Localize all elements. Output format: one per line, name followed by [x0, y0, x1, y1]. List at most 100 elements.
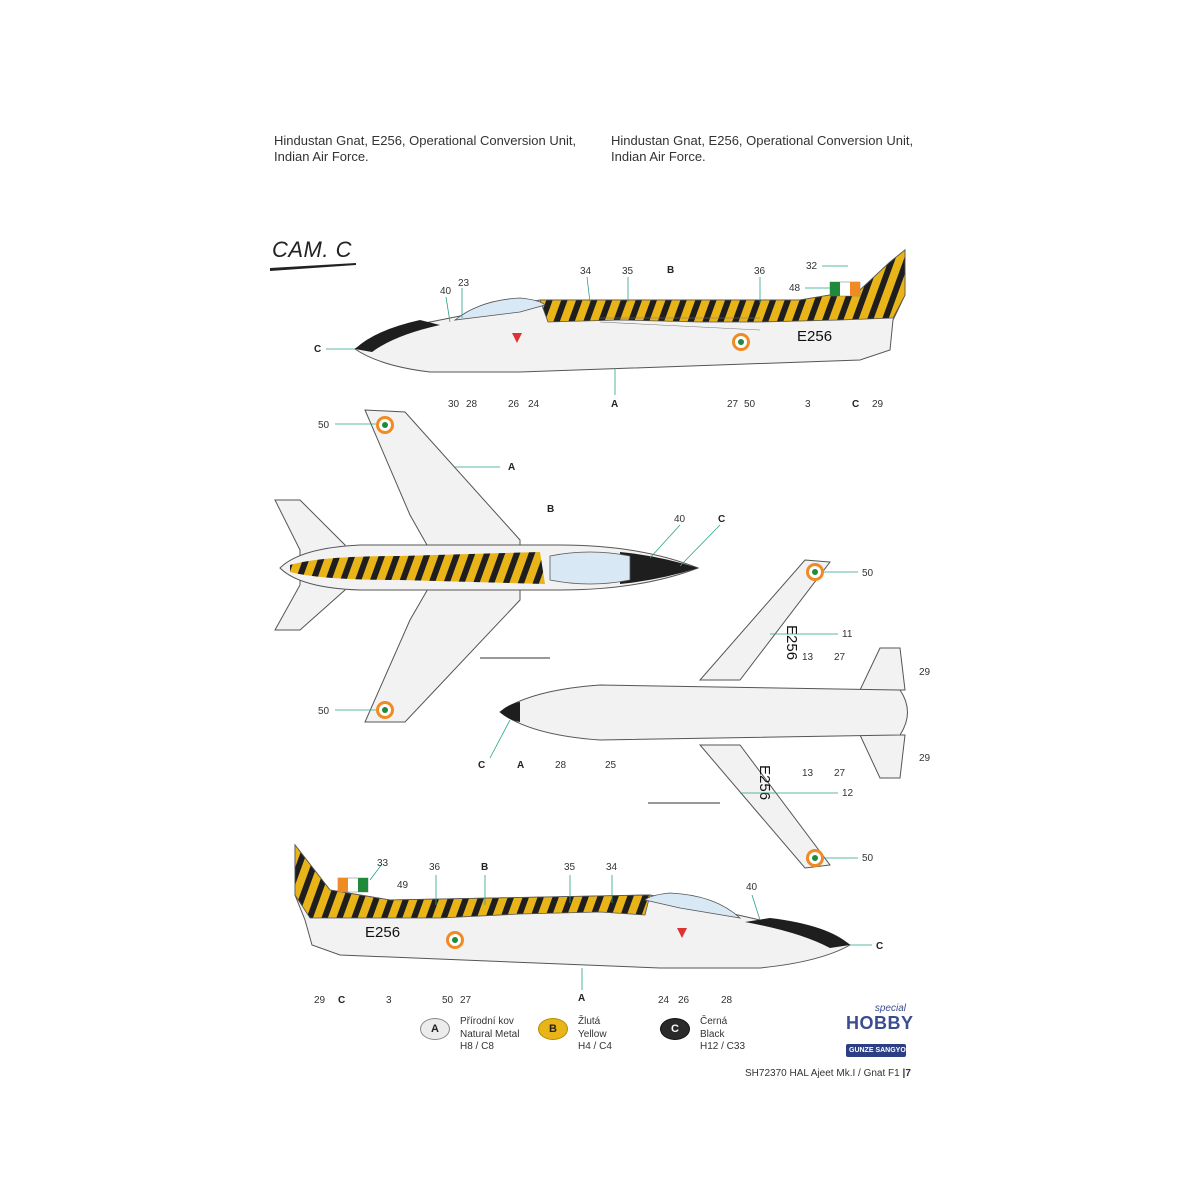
logo-sub-text: GUNZE SANGYO	[846, 1044, 906, 1057]
caption-right: Hindustan Gnat, E256, Operational Conver…	[611, 133, 913, 165]
footer-title: HAL Ajeet Mk.I / Gnat F1	[789, 1068, 900, 1079]
callout-34: 34	[580, 266, 592, 277]
plan-view-bottom: E256 E256	[499, 559, 908, 869]
callout-26: 26	[678, 995, 690, 1006]
side-view-top: E256	[354, 248, 906, 373]
legend-name-en: Yellow	[578, 1028, 607, 1040]
callout-35: 35	[564, 862, 576, 873]
caption-left: Hindustan Gnat, E256, Operational Conver…	[274, 133, 576, 165]
legend-paint-code: H12 / C33	[700, 1041, 746, 1052]
callout-27: 27	[460, 995, 472, 1006]
plan-view-top	[274, 409, 700, 723]
callout-27: 27	[834, 652, 846, 663]
callout-36: 36	[429, 862, 441, 873]
callout-c: C	[852, 399, 859, 410]
callout-30: 30	[448, 399, 460, 410]
callout-29: 29	[314, 995, 326, 1006]
legend-text-b: Žlutá Yellow H4 / C4	[578, 1016, 612, 1054]
legend-paint-code: H4 / C4	[578, 1041, 612, 1052]
callout-26: 26	[508, 399, 520, 410]
callout-11: 11	[842, 629, 853, 640]
callout-50: 50	[744, 399, 756, 410]
footer-page-number: |7	[902, 1068, 911, 1079]
legend-text-c: Černá Black H12 / C33	[700, 1016, 745, 1054]
callouts-side-bottom: 33 49 36 B 35 34 40 C 29 C 3 50 27 A 24 …	[314, 858, 883, 1006]
callout-b: B	[547, 504, 554, 515]
callout-24: 24	[658, 995, 670, 1006]
legend-text-a: Přírodní kov Natural Metal H8 / C8	[460, 1016, 519, 1054]
scheme-label: CAM. C	[272, 237, 352, 262]
serial-wing-upper: E256	[783, 625, 800, 660]
callout-a: A	[611, 399, 618, 410]
callout-32: 32	[806, 261, 818, 272]
callout-50: 50	[318, 420, 330, 431]
callout-36: 36	[754, 266, 766, 277]
callout-13: 13	[802, 768, 814, 779]
logo-top-text: special	[874, 1003, 906, 1014]
callout-3: 3	[805, 399, 811, 410]
caption-right-line2: Indian Air Force.	[611, 149, 706, 164]
scheme-underline	[270, 263, 356, 271]
callout-40: 40	[440, 286, 452, 297]
legend-paint-code: H8 / C8	[460, 1041, 494, 1052]
legend-name-en: Natural Metal	[460, 1028, 520, 1040]
caption-right-line1: Hindustan Gnat, E256, Operational Conver…	[611, 133, 914, 148]
serial-side-bottom: E256	[365, 924, 400, 941]
serial-wing-lower: E256	[756, 765, 773, 800]
callout-40: 40	[674, 514, 686, 525]
callout-49: 49	[397, 880, 409, 891]
callout-a: A	[578, 993, 585, 1004]
callout-33: 33	[377, 858, 389, 869]
callout-50: 50	[862, 853, 874, 864]
page-footer: SH72370 HAL Ajeet Mk.I / Gnat F1 |7	[745, 1068, 911, 1079]
callout-c: C	[338, 995, 345, 1006]
callout-29: 29	[919, 753, 931, 764]
callout-50: 50	[318, 706, 330, 717]
callout-c: C	[718, 514, 725, 525]
callout-48: 48	[789, 283, 801, 294]
logo-main-text: HOBBY	[846, 1013, 914, 1033]
legend-name-cz: Černá	[700, 1016, 728, 1027]
callout-23: 23	[458, 278, 470, 289]
callout-27: 27	[727, 399, 739, 410]
legend-name-cz: Žlutá	[578, 1016, 601, 1027]
callout-a: A	[517, 760, 524, 771]
callout-27: 27	[834, 768, 846, 779]
callout-28: 28	[555, 760, 567, 771]
callout-34: 34	[606, 862, 618, 873]
callout-b: B	[481, 862, 488, 873]
callout-3: 3	[386, 995, 392, 1006]
caption-left-line2: Indian Air Force.	[274, 149, 369, 164]
callout-25: 25	[605, 760, 617, 771]
callout-c: C	[876, 941, 883, 952]
callouts-side-top: 40 23 34 35 B 36 32 48 C 30 28 26 24 A 2…	[314, 261, 884, 410]
callout-29: 29	[872, 399, 884, 410]
legend-name-en: Black	[700, 1028, 725, 1040]
callout-24: 24	[528, 399, 540, 410]
callout-29: 29	[919, 667, 931, 678]
callouts-plan-bottom: 50 11 13 27 29 C A 28 25 13 27 29 12 50	[478, 568, 931, 864]
callout-28: 28	[721, 995, 733, 1006]
footer-code: SH72370	[745, 1068, 787, 1079]
callouts-plan-top: 50 A B 40 C 50	[318, 420, 725, 717]
caption-left-line1: Hindustan Gnat, E256, Operational Conver…	[274, 133, 577, 148]
callout-c: C	[478, 760, 485, 771]
legend-badge-b: B	[538, 1018, 568, 1040]
legend-name-cz: Přírodní kov	[460, 1016, 514, 1027]
callout-50: 50	[862, 568, 874, 579]
callout-35: 35	[622, 266, 634, 277]
callout-13: 13	[802, 652, 814, 663]
callout-a: A	[508, 462, 515, 473]
side-view-bottom: E256	[294, 843, 851, 969]
callout-b: B	[667, 265, 674, 276]
callout-12: 12	[842, 788, 854, 799]
callout-40: 40	[746, 882, 758, 893]
leader-lines	[326, 265, 872, 990]
legend-badge-a: A	[420, 1018, 450, 1040]
brand-logo: special HOBBY GUNZE SANGYO	[846, 1003, 914, 1057]
legend-badge-c: C	[660, 1018, 690, 1040]
callout-50: 50	[442, 995, 454, 1006]
callout-28: 28	[466, 399, 478, 410]
serial-side-top: E256	[797, 328, 832, 345]
